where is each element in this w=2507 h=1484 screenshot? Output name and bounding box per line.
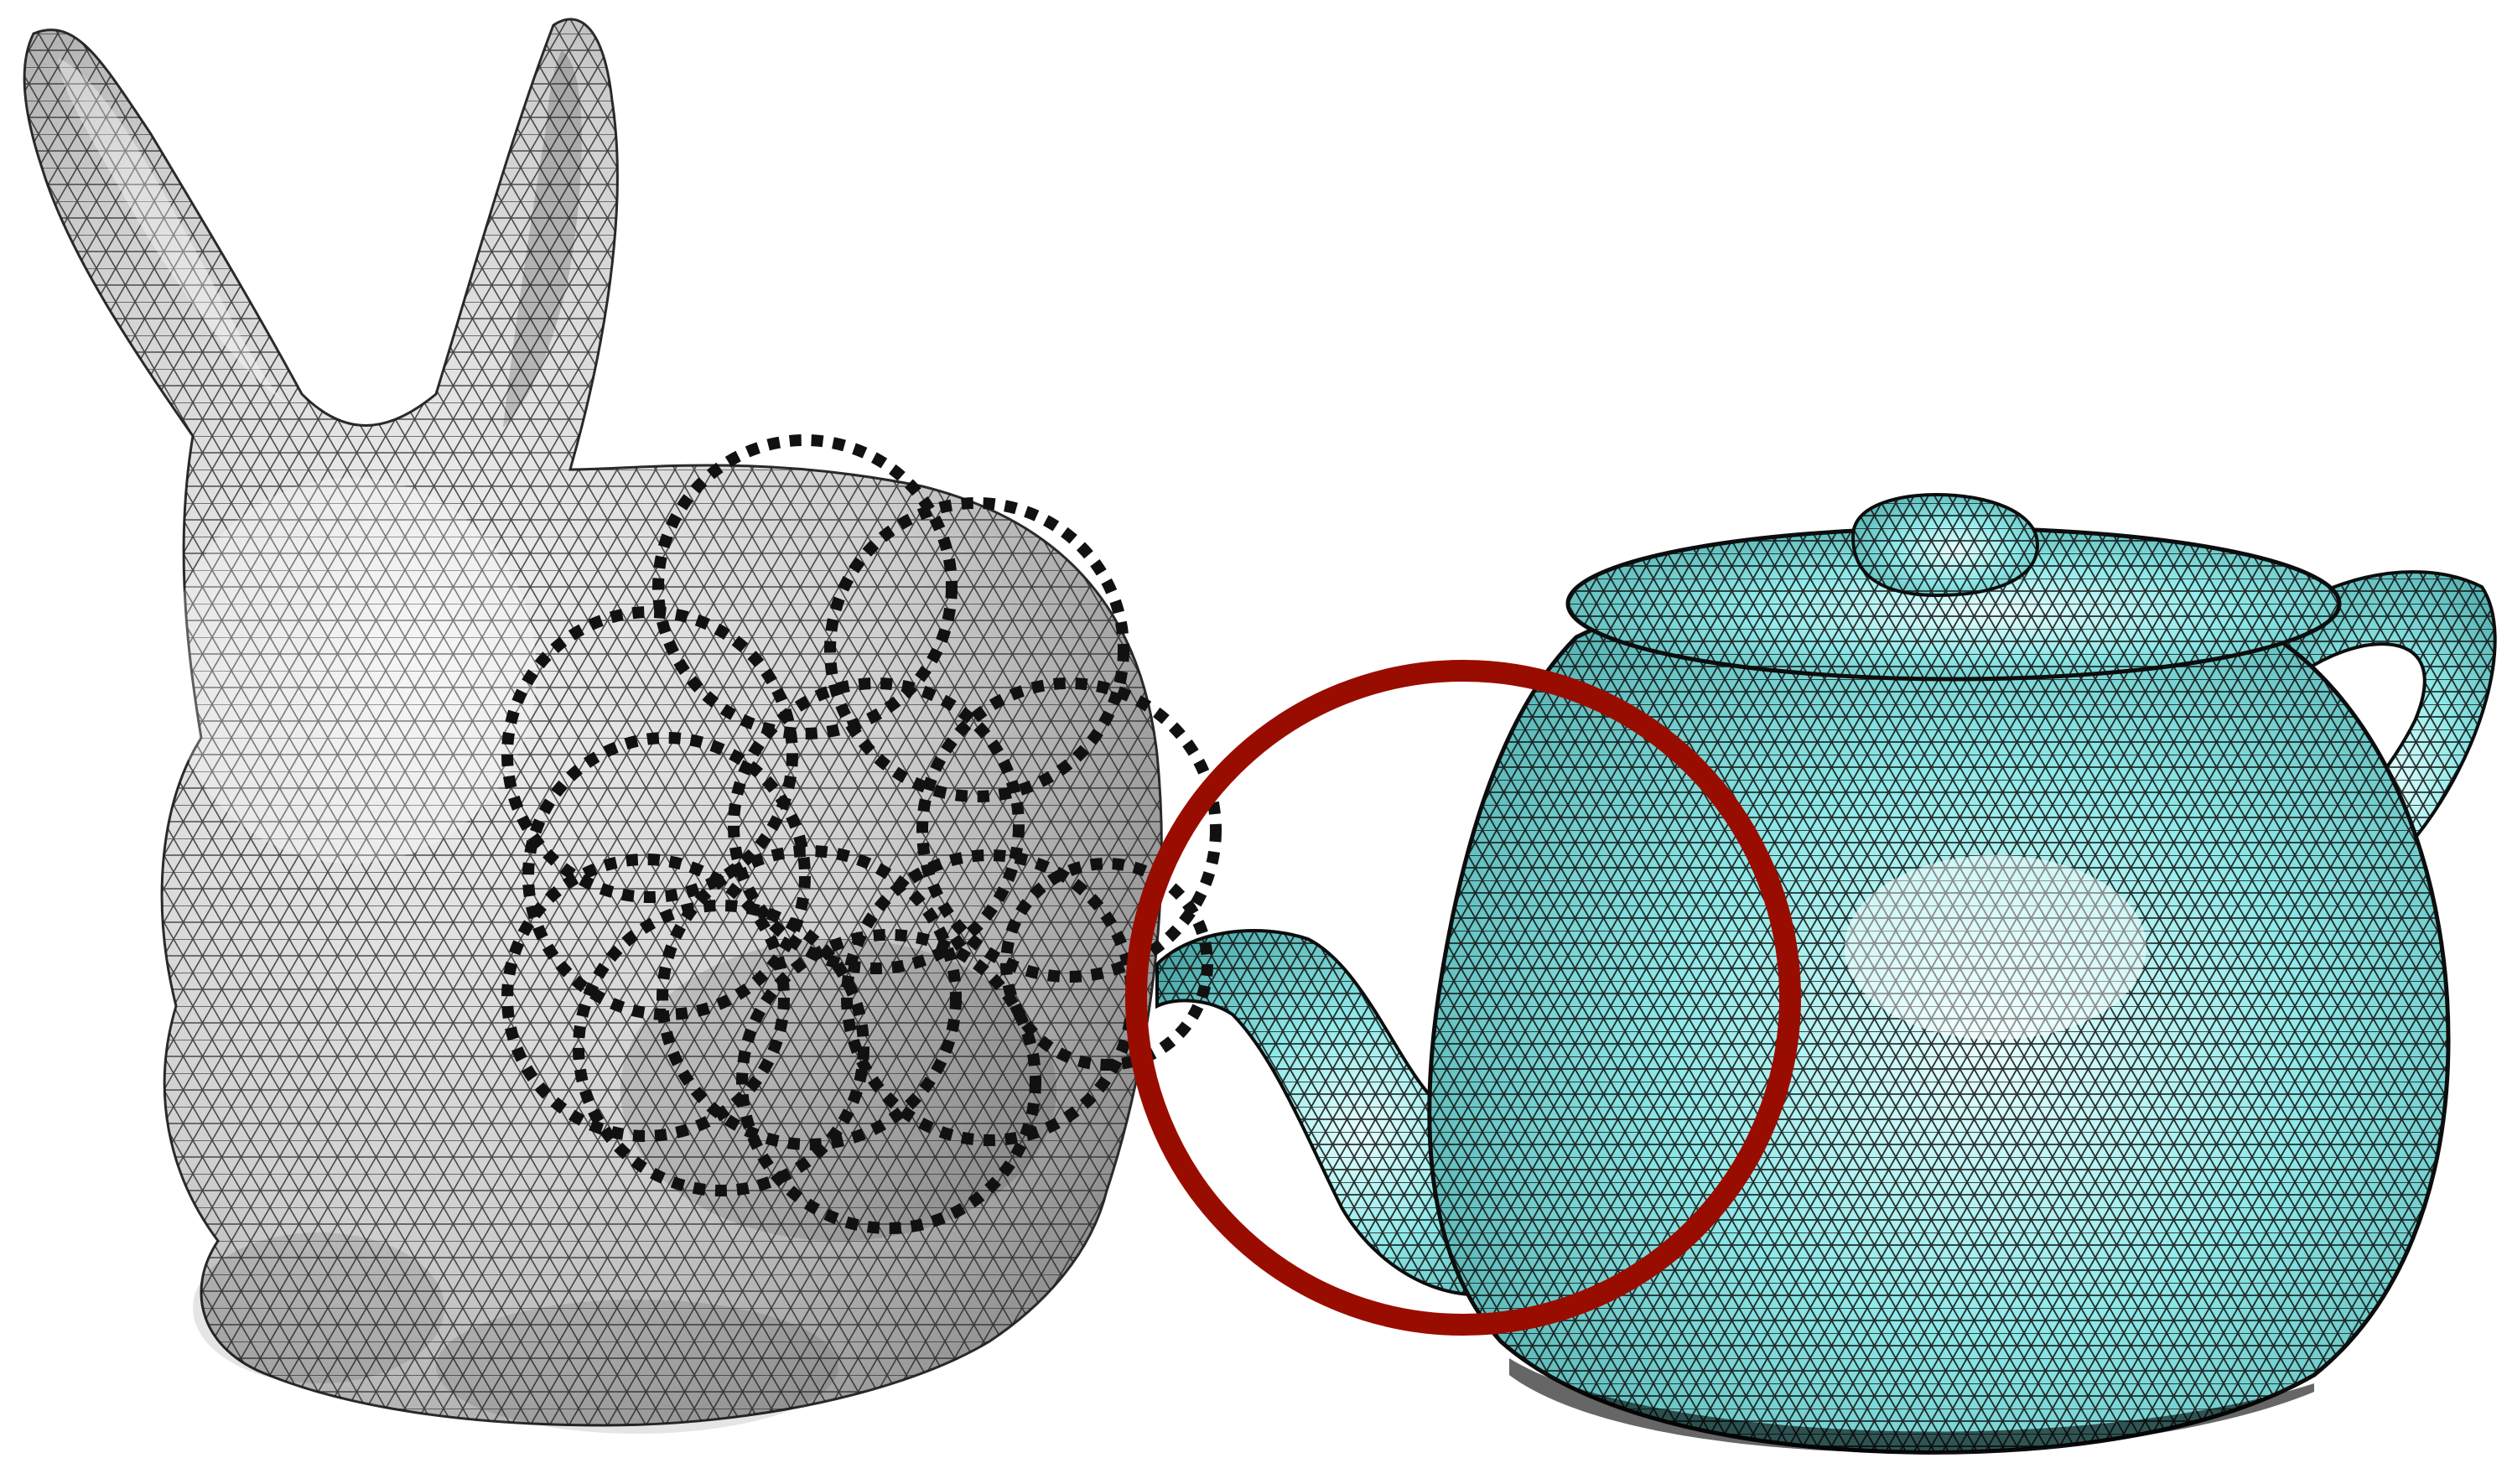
bunny-head-shade <box>168 478 537 864</box>
teapot-highlight <box>1845 855 2146 1040</box>
stanford-bunny <box>24 19 1161 1434</box>
bunny-back-foot <box>436 1300 838 1434</box>
teapot-lid-knob-mesh <box>1853 495 2037 595</box>
bunny-front-foot <box>193 1232 444 1383</box>
